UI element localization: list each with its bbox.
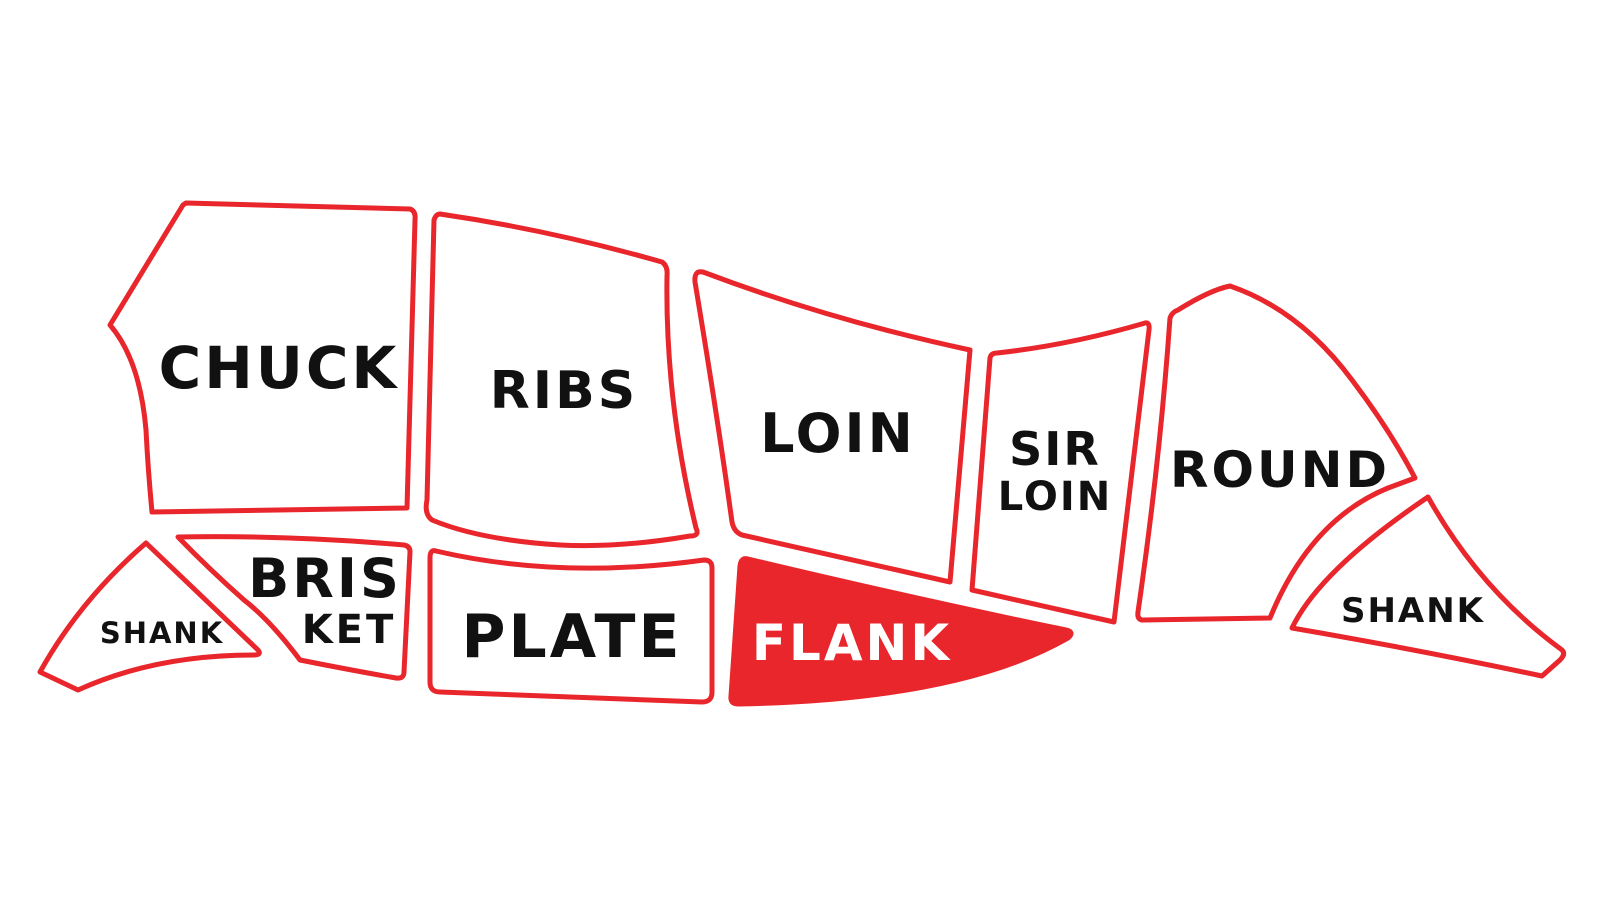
plate-region[interactable]	[427, 548, 715, 705]
chuck-region[interactable]	[107, 200, 418, 515]
flank-region[interactable]	[728, 556, 1074, 707]
ribs-label: RIBS	[490, 361, 638, 421]
sirloin-region[interactable]	[969, 320, 1152, 625]
sirloin-label-line2: LOIN	[998, 474, 1112, 520]
cut-shank-rear[interactable]: SHANK	[1289, 494, 1567, 679]
cut-sirloin[interactable]: SIR LOIN	[969, 320, 1152, 625]
flank-label: FLANK	[752, 614, 952, 672]
ribs-region[interactable]	[423, 211, 700, 549]
brisket-label-line2: KET	[302, 607, 397, 653]
cut-ribs[interactable]: RIBS	[423, 211, 700, 549]
plate-label: PLATE	[462, 602, 683, 672]
shank-rear-region[interactable]	[1289, 494, 1567, 679]
cut-chuck[interactable]: CHUCK	[107, 200, 418, 515]
round-label: ROUND	[1170, 441, 1390, 499]
brisket-label-line1: BRIS	[248, 547, 402, 610]
cut-flank[interactable]: FLANK	[728, 556, 1074, 707]
cut-loin[interactable]: LOIN	[692, 269, 973, 585]
shank-front-label: SHANK	[100, 616, 224, 650]
cut-round[interactable]: ROUND	[1135, 283, 1418, 623]
cut-plate[interactable]: PLATE	[427, 548, 715, 705]
round-region[interactable]	[1135, 283, 1418, 623]
brisket-region[interactable]	[175, 534, 413, 681]
sirloin-label-line1: SIR	[1009, 422, 1101, 476]
loin-label: LOIN	[760, 402, 916, 465]
shank-rear-label: SHANK	[1341, 591, 1485, 631]
cut-brisket[interactable]: BRIS KET	[175, 534, 413, 681]
cut-shank-front[interactable]: SHANK	[37, 540, 262, 693]
shank-front-region[interactable]	[37, 540, 262, 693]
chuck-label: CHUCK	[159, 334, 400, 402]
loin-region[interactable]	[692, 269, 973, 585]
